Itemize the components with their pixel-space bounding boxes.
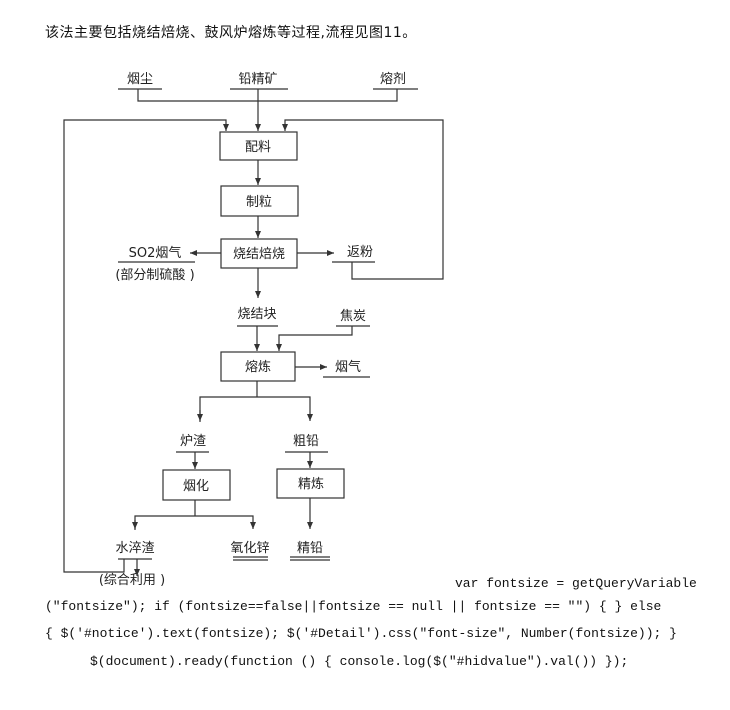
label-sinter-roasting: 烧结焙烧: [233, 247, 285, 262]
label-fuming: 烟化: [183, 479, 209, 494]
label-slag: 炉渣: [180, 434, 206, 449]
label-refining: 精炼: [298, 477, 324, 492]
code-line-2: ("fontsize"); if (fontsize==false||fonts…: [45, 599, 662, 614]
label-zinc-oxide: 氧化锌: [230, 541, 269, 556]
label-crude-lead: 粗铅: [293, 434, 319, 449]
code-line-4: $(document).ready(function () { console.…: [90, 654, 629, 669]
box-fuming: [162, 469, 231, 501]
intro-text: 该法主要包括烧结焙烧、鼓风炉熔炼等过程,流程见图11。: [45, 25, 417, 41]
label-pelletizing: 制粒: [246, 195, 272, 210]
label-so2-gas: SO2烟气: [129, 245, 182, 261]
code-line-3: { $('#notice').text(fontsize); $('#Detai…: [45, 626, 677, 641]
label-coke: 焦炭: [340, 309, 366, 324]
label-utilization: (综合利用 ): [99, 573, 165, 588]
label-water-slag: 水淬渣: [115, 541, 154, 556]
box-batching: [219, 131, 298, 161]
label-return-fines: 返粉: [347, 245, 373, 260]
code-line-1: var fontsize = getQueryVariable: [455, 576, 697, 591]
label-flue-gas: 烟气: [335, 359, 361, 375]
box-smelting: [220, 351, 296, 382]
label-dust: 烟尘: [127, 72, 153, 87]
box-pelletizing: [220, 185, 299, 217]
label-batching: 配料: [245, 140, 271, 155]
label-flux: 熔剂: [380, 72, 406, 87]
label-sinter: 烧结块: [237, 307, 276, 322]
connectors: [63, 88, 444, 576]
label-lead-concentrate: 铅精矿: [238, 72, 277, 87]
box-refining: [276, 468, 345, 499]
label-refined-lead: 精铅: [297, 541, 323, 556]
label-smelting: 熔炼: [245, 360, 271, 375]
box-sinter-roasting: [220, 238, 298, 269]
label-so2-note: (部分制硫酸 ): [115, 268, 194, 283]
